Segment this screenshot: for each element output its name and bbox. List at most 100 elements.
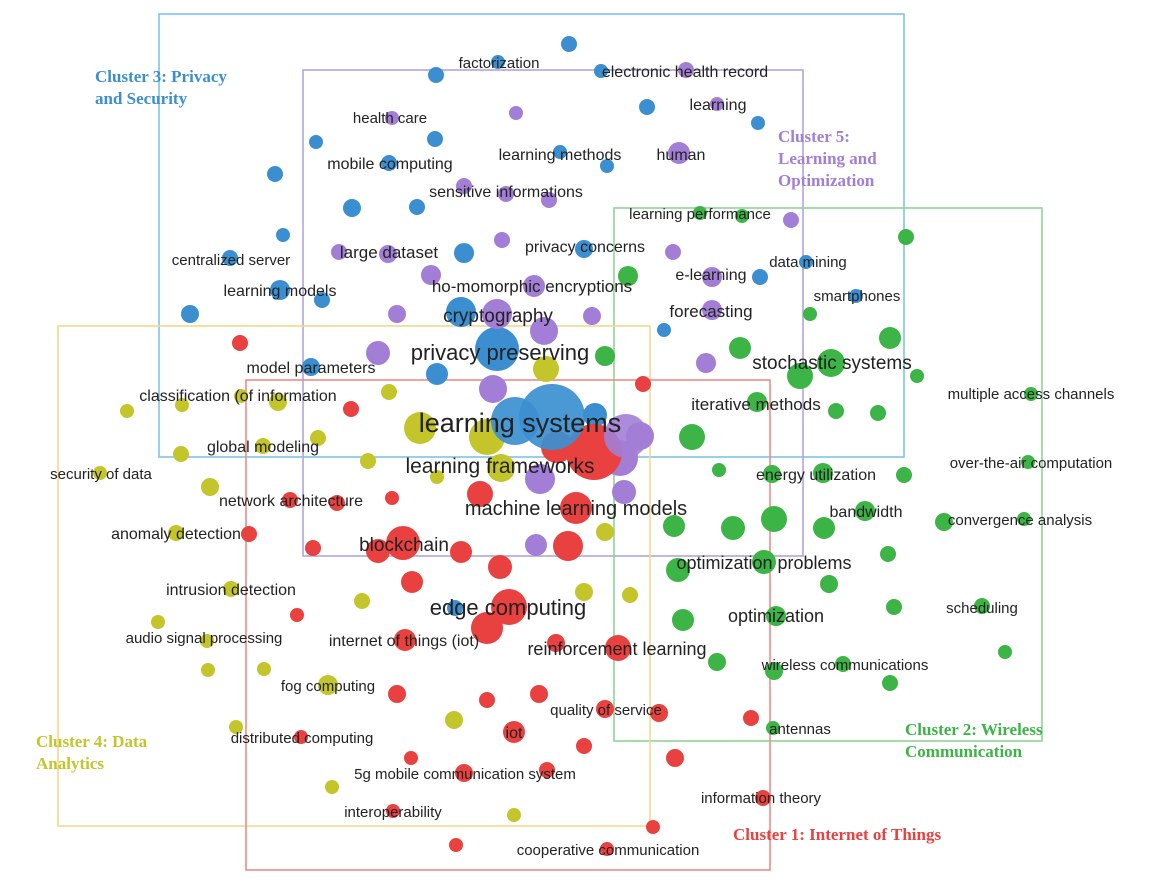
- node: [294, 730, 308, 744]
- keyword-label: learning: [690, 97, 747, 114]
- node: [1017, 512, 1031, 526]
- keyword-label: audio signal processing: [126, 630, 283, 647]
- node: [427, 131, 443, 147]
- node: [596, 700, 614, 718]
- node: [394, 629, 416, 651]
- cluster-5-box: [302, 69, 804, 557]
- node: [404, 751, 418, 765]
- keyword-label: stochastic systems: [752, 353, 911, 374]
- keyword-label: optimization: [728, 606, 824, 626]
- node: [575, 240, 593, 258]
- node: [533, 356, 559, 382]
- keyword-label: distributed computing: [231, 730, 374, 747]
- keyword-label: security of data: [50, 466, 152, 483]
- node: [663, 515, 685, 537]
- cluster-3-title: Cluster 3: Privacy and Security: [95, 67, 231, 108]
- cluster-title-line: Cluster 3: Privacy: [95, 67, 227, 86]
- node: [428, 67, 444, 83]
- node: [765, 662, 783, 680]
- node: [386, 804, 400, 818]
- node: [120, 404, 134, 418]
- keyword-label: reinforcement learning: [527, 639, 706, 659]
- node: [761, 506, 787, 532]
- keyword-label: over-the-air computation: [950, 455, 1113, 472]
- node: [813, 517, 835, 539]
- node: [229, 720, 243, 734]
- node: [530, 685, 548, 703]
- node: [813, 463, 833, 483]
- node: [426, 363, 448, 385]
- keyword-label: mobile computing: [327, 156, 452, 173]
- keyword-label: smartphones: [814, 288, 901, 305]
- node: [343, 199, 361, 217]
- keyword-label: sensitive informations: [429, 184, 583, 201]
- node: [539, 762, 555, 778]
- node: [257, 662, 271, 676]
- node: [880, 546, 896, 562]
- node: [679, 424, 705, 450]
- cluster-2-title: Cluster 2: Wireless Communication: [905, 720, 1047, 761]
- cluster-title-line: Learning and: [778, 149, 877, 168]
- keyword-label: global modeling: [207, 439, 319, 456]
- keyword-label: quality of service: [550, 702, 662, 719]
- node: [310, 430, 326, 446]
- node: [201, 478, 219, 496]
- node: [449, 838, 463, 852]
- cluster-title-line: Cluster 1: Internet of Things: [733, 825, 941, 844]
- node: [331, 244, 347, 260]
- node: [267, 166, 283, 182]
- keyword-label: e-learning: [675, 267, 746, 284]
- cluster-5-title: Cluster 5: Learning and Optimization: [778, 127, 881, 190]
- node: [479, 375, 507, 403]
- node: [200, 634, 214, 648]
- keyword-label: blockchain: [359, 535, 449, 556]
- node: [222, 250, 238, 266]
- node: [269, 393, 287, 411]
- node: [605, 635, 631, 661]
- keyword-label: learning methods: [499, 147, 622, 164]
- node: [708, 653, 726, 671]
- node: [743, 710, 759, 726]
- node: [290, 608, 304, 622]
- node: [491, 55, 505, 69]
- nodes: [93, 36, 1038, 856]
- node: [404, 412, 436, 444]
- node: [386, 526, 420, 560]
- keyword-label: ho-momorphic encryptions: [432, 277, 632, 296]
- node: [366, 341, 390, 365]
- node: [175, 398, 189, 412]
- node: [491, 589, 527, 625]
- cluster-1-title: Cluster 1: Internet of Things: [733, 825, 941, 844]
- keyword-label: iot: [506, 725, 523, 742]
- cluster-title-line: Cluster 4: Data: [36, 732, 148, 751]
- node: [553, 531, 583, 561]
- node: [507, 808, 521, 822]
- node: [639, 99, 655, 115]
- node: [710, 97, 724, 111]
- node: [388, 685, 406, 703]
- node: [583, 403, 607, 427]
- node: [747, 392, 767, 412]
- keyword-label: cryptography: [443, 306, 553, 327]
- node: [849, 289, 863, 303]
- node: [456, 178, 472, 194]
- node: [447, 600, 463, 616]
- keyword-label: factorization: [459, 55, 540, 72]
- node: [766, 721, 780, 735]
- node: [509, 106, 523, 120]
- node: [455, 764, 473, 782]
- keyword-label: data mining: [769, 254, 847, 271]
- node: [343, 401, 359, 417]
- node: [270, 280, 290, 300]
- keyword-label: edge computing: [430, 595, 587, 620]
- node: [666, 749, 684, 767]
- node: [600, 842, 614, 856]
- node: [896, 467, 912, 483]
- keyword-label: large dataset: [340, 243, 439, 262]
- node: [541, 192, 557, 208]
- node: [318, 675, 338, 695]
- node: [622, 587, 638, 603]
- cluster-4-title: Cluster 4: Data Analytics: [36, 732, 151, 773]
